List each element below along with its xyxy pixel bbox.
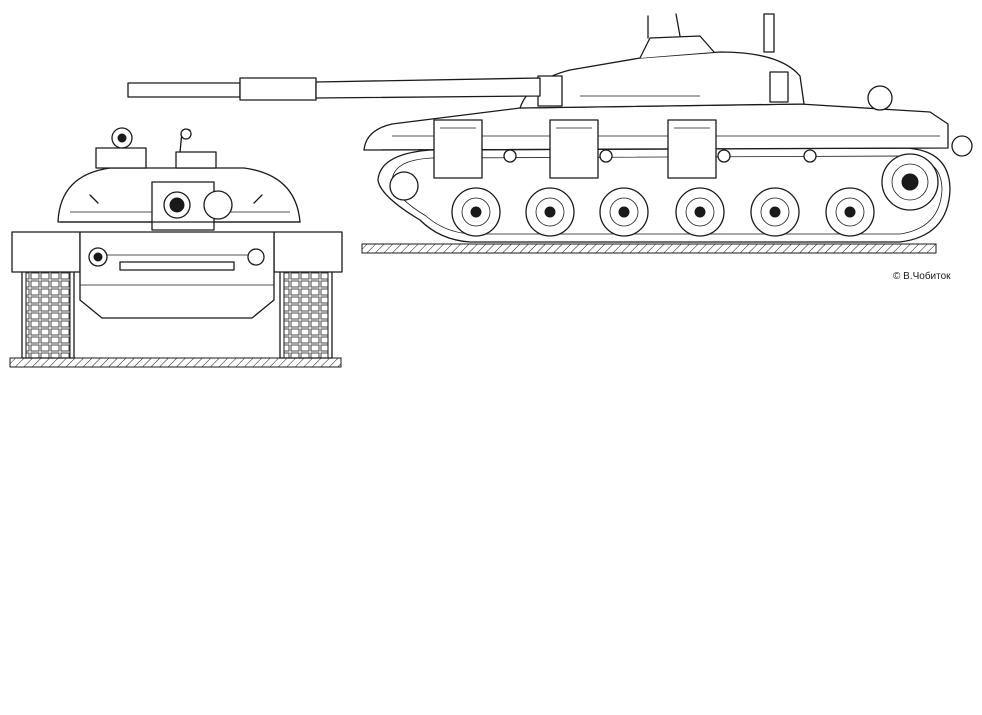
- side-cupola: [639, 35, 715, 59]
- front-right-fender: [273, 231, 343, 273]
- side-view: [127, 13, 973, 254]
- side-hull: [363, 103, 949, 151]
- side-track: [377, 147, 951, 243]
- front-ground-hatch: [9, 357, 342, 368]
- author-credit: © В.Чобиток: [893, 271, 951, 282]
- front-commander-cupola: [95, 147, 147, 169]
- side-gun-barrel: [127, 77, 541, 101]
- front-hull: [79, 231, 275, 319]
- side-road-wheels: [451, 187, 875, 237]
- side-ground-hatch: [361, 243, 937, 254]
- front-left-fender: [11, 231, 81, 273]
- front-view: [9, 127, 343, 368]
- side-stowage-box-3: [667, 119, 717, 179]
- side-stowage-box-1: [433, 119, 483, 179]
- side-stowage-box-2: [549, 119, 599, 179]
